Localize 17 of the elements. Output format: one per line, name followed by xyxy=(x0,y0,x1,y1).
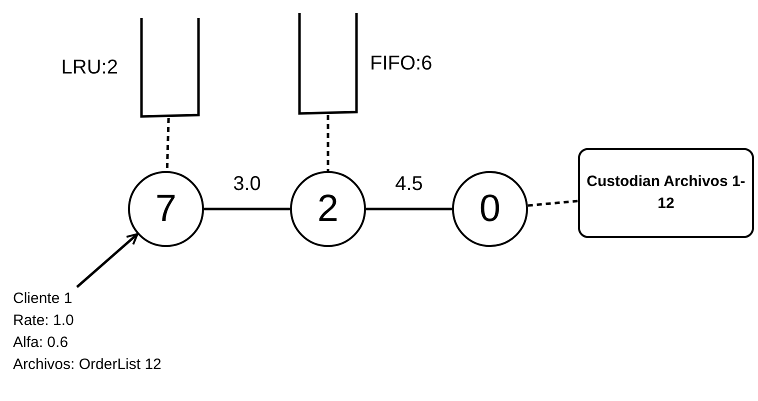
client-info-text: Cliente 1 xyxy=(13,290,74,307)
queue-label: LRU:2 xyxy=(61,56,118,80)
queue-drawing xyxy=(298,13,358,115)
dashed-connector xyxy=(326,115,330,171)
node-circle: 0 xyxy=(452,171,528,247)
queue-label: FIFO:6 xyxy=(370,52,432,76)
client-info-text: Alfa: 0.6 xyxy=(13,334,70,351)
dashed-connector xyxy=(528,200,578,207)
arrow xyxy=(76,233,138,288)
node-circle: 2 xyxy=(290,171,366,247)
node-circle: 7 xyxy=(128,171,204,247)
link-line xyxy=(204,208,290,210)
process-box: Custodian Archivos 1- 12 xyxy=(578,148,754,238)
client-info-text: Archivos: OrderList 12 xyxy=(13,356,162,373)
client-info-text: Rate: 1.0 xyxy=(13,312,75,329)
link-line xyxy=(366,208,452,210)
queue-drawing xyxy=(140,18,200,118)
